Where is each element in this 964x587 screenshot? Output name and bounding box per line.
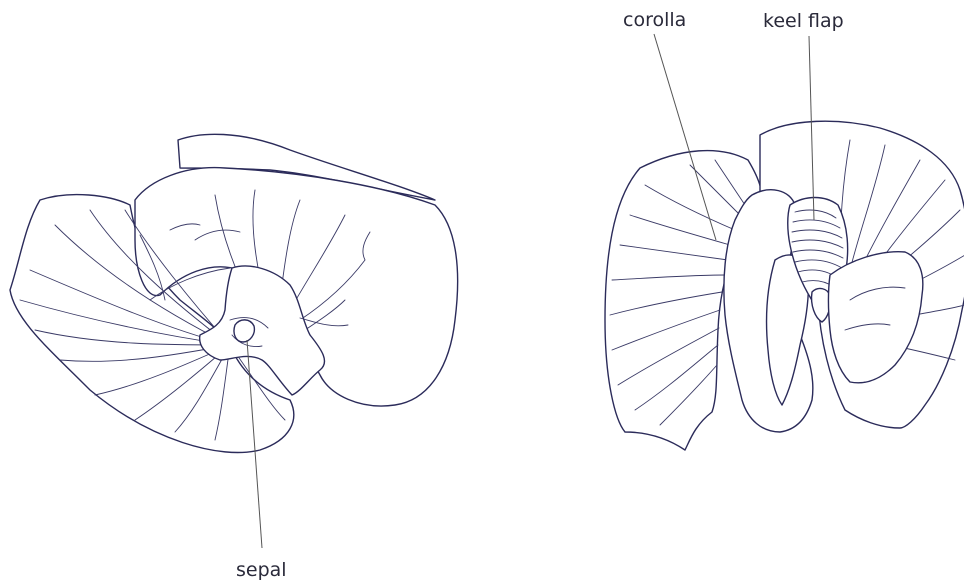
keel-flap-label: keel flap [763, 10, 844, 32]
left-flower [10, 134, 458, 452]
sepal-label: sepal [236, 559, 287, 581]
right-flower [605, 121, 964, 450]
corolla-label: corolla [623, 9, 686, 31]
left-sepal-tip [234, 320, 254, 342]
